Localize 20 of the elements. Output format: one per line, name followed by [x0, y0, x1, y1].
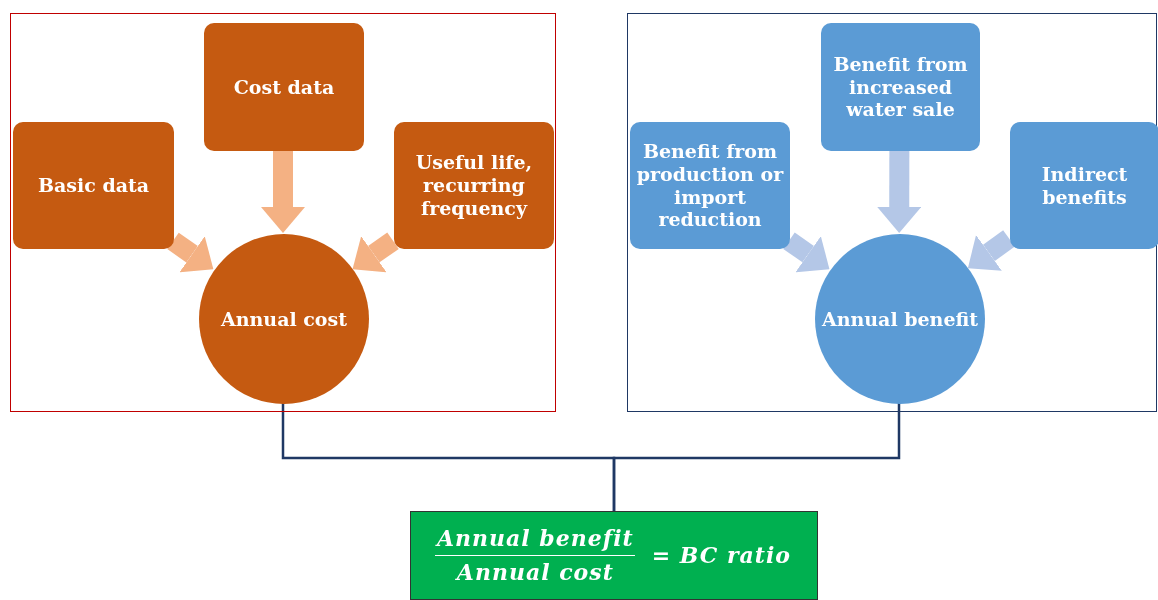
node-label: Basic data [36, 174, 151, 197]
process-box [394, 122, 554, 249]
node-label: Indirect benefits [1040, 162, 1129, 209]
process-box [1010, 122, 1158, 249]
process-box [13, 122, 174, 249]
node-label: Benefit from increased water sale [832, 52, 969, 122]
denominator: Annual cost [454, 559, 615, 586]
node-label: Benefit from production or import reduction [635, 139, 785, 232]
process-box [204, 23, 364, 151]
node-label: Annual benefit [820, 307, 980, 331]
node-label: Cost data [232, 75, 336, 99]
node-label: Annual cost [219, 307, 348, 331]
formula-box [410, 511, 818, 600]
process-box [630, 122, 790, 249]
group-frame [627, 13, 1157, 412]
process-box [821, 23, 980, 151]
numerator: Annual benefit [434, 525, 635, 552]
node-label: Useful life, recurring frequency [414, 151, 534, 220]
ratio-text: = BC ratio [650, 542, 792, 569]
group-frame [10, 13, 556, 412]
